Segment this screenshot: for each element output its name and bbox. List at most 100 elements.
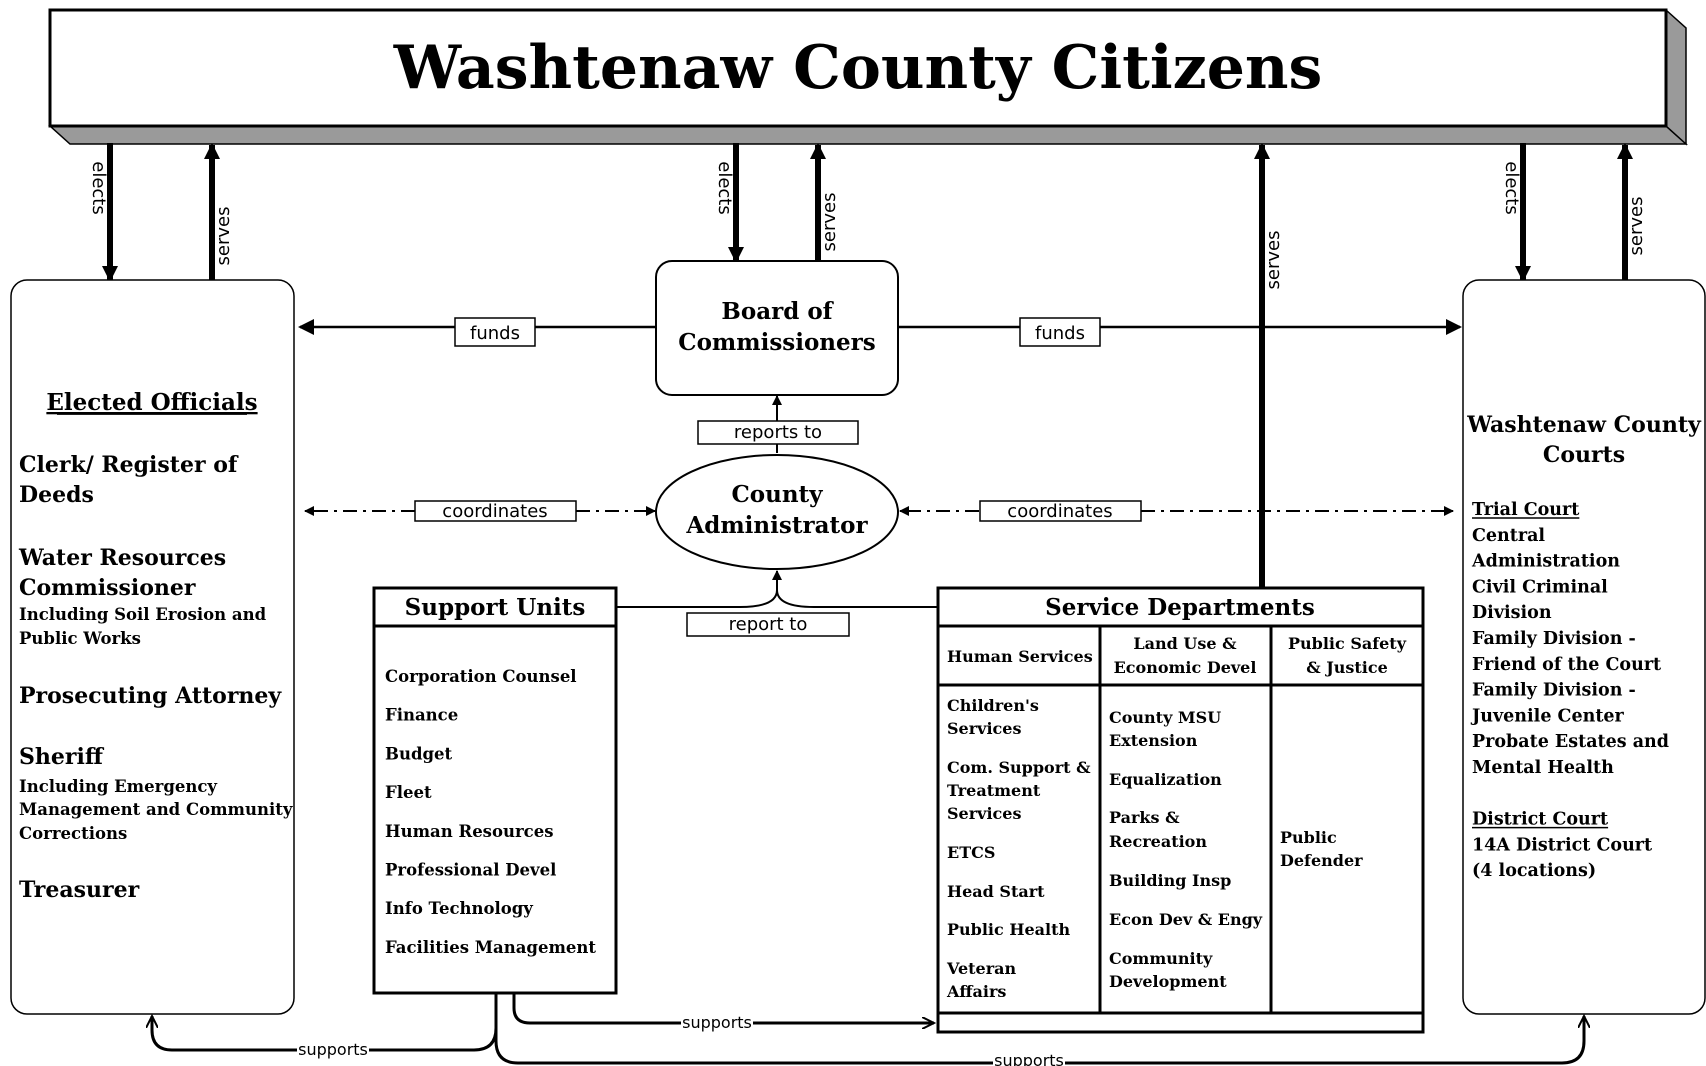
support-units-box: Support Units Corporation CounselFinance… [372,586,618,995]
service-department-item: County MSU [1109,708,1221,727]
elected-official-line: Corrections [19,824,127,843]
service-column-header: Human Services [947,647,1093,666]
court-line: Central [1472,526,1545,546]
reports-to-label: reports to [734,422,822,443]
court-heading: Trial Court [1472,500,1579,520]
elected-official-line: Treasurer [19,877,140,903]
courts-heading-line-1: Washtenaw County [1466,412,1702,438]
elects-label: elects [88,161,109,214]
elected-officials-links: elects serves [88,143,234,282]
service-department-item: Children's [947,696,1039,715]
elected-official-line: Management and Community [19,800,293,819]
court-line: Civil Criminal [1472,577,1608,597]
support-unit-item: Facilities Management [385,938,596,957]
service-department-item: Equalization [1109,770,1222,789]
court-line: Friend of the Court [1472,655,1661,675]
serves-label: serves [1263,231,1284,290]
service-department-item: Building Insp [1109,871,1231,890]
service-column-header: Economic Devel [1114,658,1257,677]
serves-label: serves [819,193,840,252]
service-department-item: Extension [1109,731,1198,750]
elected-official-line: Including Emergency [19,777,217,796]
service-department-item: Veteran [946,959,1016,978]
service-departments-heading: Service Departments [1045,594,1315,621]
court-line: Family Division - [1472,681,1636,701]
court-line: Division [1472,603,1552,623]
elects-label: elects [714,161,735,214]
courts-links: elects serves [1501,143,1647,282]
support-units-list: Corporation CounselFinanceBudgetFleetHum… [385,667,596,957]
county-administrator: County Administrator [655,454,899,570]
elected-officials-box: Elected Officials Clerk/ Register of Dee… [10,279,295,1015]
elected-official-line: Public Works [19,629,141,648]
elects-label: elects [1501,161,1522,214]
service-dept-links: serves [1254,143,1284,588]
administrator-line-2: Administrator [685,512,868,539]
elected-official-line: Clerk/ Register of [19,452,239,478]
service-departments-box: Service Departments Human ServicesChildr… [936,586,1425,1034]
supports-arrow-service [512,993,934,1023]
elected-official-line: Prosecuting Attorney [19,683,282,709]
support-units-heading: Support Units [405,594,586,621]
support-unit-item: Professional Devel [385,861,556,880]
court-line: Family Division - [1472,629,1636,649]
elected-officials-heading: Elected Officials [46,389,257,416]
reports-to-link: reports to [697,395,859,453]
service-department-item: Head Start [947,882,1045,901]
support-unit-item: Info Technology [385,899,533,918]
report-to-label: report to [729,614,808,635]
elected-official-line: Sheriff [19,744,105,770]
service-column-header: Public Safety [1288,634,1407,653]
elected-official-line: Deeds [19,482,94,508]
elected-official-line: Including Soil Erosion and [19,605,267,624]
elected-official-line: Water Resources [18,545,226,571]
service-department-item: Public [1280,828,1337,847]
supports-label: supports [994,1051,1064,1066]
support-unit-item: Human Resources [385,822,554,841]
service-department-item: ETCS [947,843,995,862]
serves-label: serves [1626,197,1647,256]
service-department-item: Com. Support & [947,758,1091,777]
supports-label: supports [682,1013,752,1032]
coordinates-label: coordinates [1007,501,1112,522]
service-column-header: Land Use & [1133,634,1237,653]
elected-official-line: Commissioner [19,575,196,601]
service-department-item: Affairs [946,982,1006,1001]
support-unit-item: Budget [385,744,453,763]
support-unit-item: Finance [385,706,458,725]
court-line: (4 locations) [1472,861,1596,881]
court-line: Administration [1471,552,1620,572]
court-line: Probate Estates and [1472,732,1669,752]
coordinates-label: coordinates [442,501,547,522]
court-heading: District Court [1472,810,1608,830]
service-department-item: Public Health [947,920,1070,939]
service-department-item: Recreation [1109,832,1207,851]
service-department-item: Services [947,804,1021,823]
serves-label: serves [213,207,234,266]
service-department-item: Parks & [1109,808,1180,827]
board-of-commissioners: Board of Commissioners [655,260,899,396]
service-department-item: Development [1109,972,1227,991]
support-unit-item: Corporation Counsel [385,667,577,686]
supports-links: supports supports supports [152,993,1584,1066]
citizens-banner: Washtenaw County Citizens [48,8,1688,146]
support-unit-item: Fleet [385,783,432,802]
administrator-line-1: County [731,481,823,508]
supports-label: supports [298,1040,368,1059]
board-line-2: Commissioners [678,329,875,356]
funds-links: funds funds [298,317,1462,347]
citizens-title: Washtenaw County Citizens [393,33,1323,103]
report-to-link: report to [617,570,938,637]
service-department-item: Treatment [947,781,1041,800]
board-links: elects serves [714,143,840,263]
courts-heading-line-2: Courts [1543,442,1625,468]
court-line: Mental Health [1472,758,1614,778]
service-department-item: Econ Dev & Engy [1109,910,1263,929]
courts-box: Washtenaw County Courts Trial CourtCentr… [1462,279,1706,1015]
service-column-header: & Justice [1306,658,1388,677]
funds-label: funds [470,323,520,344]
